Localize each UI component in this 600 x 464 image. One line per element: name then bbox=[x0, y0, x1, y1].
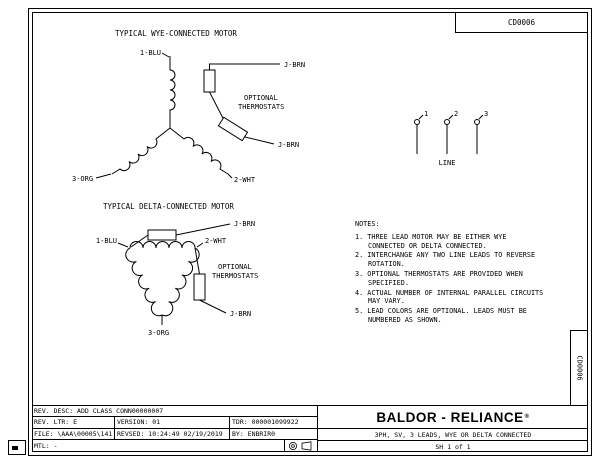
note-number: 1. bbox=[355, 232, 364, 241]
notes-title: NOTES: bbox=[355, 220, 380, 228]
line-terminal-1-label: 1 bbox=[424, 110, 428, 118]
line-terminal-3-label: 3 bbox=[484, 110, 488, 118]
line-terminal-3-tick bbox=[478, 114, 484, 120]
note-item-5: 5. LEAD COLORS ARE OPTIONAL. LEADS MUST … bbox=[355, 307, 547, 325]
note-number: 4. bbox=[355, 288, 364, 297]
delta-diagram-title: TYPICAL DELTA-CONNECTED MOTOR bbox=[103, 202, 234, 211]
vertical-doc-number: CD0006 bbox=[575, 355, 584, 381]
line-terminal-1-dot bbox=[414, 119, 420, 125]
note-item-2: 2. INTERCHANGE ANY TWO LINE LEADS TO REV… bbox=[355, 251, 547, 269]
delta-thermostat-caption-2: THERMOSTATS bbox=[212, 272, 258, 280]
wye-thermostat-2 bbox=[217, 116, 249, 142]
rev-desc: REV. DESC: ADD CLASS CONN00000007 bbox=[34, 407, 164, 416]
note-text: INTERCHANGE ANY TWO LINE LEADS TO REVERS… bbox=[367, 251, 536, 269]
delta-thermostat-2 bbox=[193, 273, 206, 301]
title-block: REV. DESC: ADD CLASS CONN00000007 REV. L… bbox=[32, 405, 588, 452]
brand-row: BALDOR - RELIANCE® bbox=[318, 406, 588, 429]
wye-lead-2-label: 2-WHT bbox=[234, 176, 256, 184]
doc-number-box: CD0006 bbox=[455, 12, 588, 33]
note-item-4: 4. ACTUAL NUMBER OF INTERNAL PARALLEL CI… bbox=[355, 289, 547, 307]
title-block-left: REV. DESC: ADD CLASS CONN00000007 REV. L… bbox=[32, 406, 318, 452]
sheet-inner-border bbox=[32, 12, 588, 452]
delta-therm-lead-bottom-label: J-BRN bbox=[230, 310, 251, 318]
revised: REVSED: 10:24:49 02/19/2019 bbox=[115, 428, 230, 439]
delta-motor-diagram: 3-ORG 1-BLU 2-WHT J-BRN J-BRN OPTIONAL T… bbox=[96, 220, 258, 337]
stamp-mark bbox=[12, 446, 18, 450]
registered-mark: ® bbox=[524, 414, 530, 420]
note-number: 3. bbox=[355, 269, 364, 278]
rev-ltr: REV. LTR: E bbox=[32, 417, 115, 428]
note-text: OPTIONAL THERMOSTATS ARE PROVIDED WHEN S… bbox=[367, 269, 523, 287]
wye-thermostat-caption-2: THERMOSTATS bbox=[238, 103, 284, 111]
wye-thermostat-1 bbox=[203, 69, 216, 93]
delta-coil-right bbox=[161, 247, 200, 317]
rev-desc-row: REV. DESC: ADD CLASS CONN00000007 bbox=[32, 406, 317, 418]
mtl-row: MTL: - bbox=[32, 439, 317, 452]
file-path: FILE: \AAA\00005\141 bbox=[32, 428, 115, 439]
wye-thermostat-caption-1: OPTIONAL bbox=[244, 94, 278, 102]
wye-lead-2-tick bbox=[227, 173, 233, 179]
sheet-number: SH 1 of 1 bbox=[435, 442, 471, 451]
delta-lead-3-label: 3-ORG bbox=[148, 329, 169, 337]
note-text: THREE LEAD MOTOR MAY BE EITHER WYE CONNE… bbox=[367, 232, 507, 250]
delta-coil-left bbox=[125, 247, 163, 317]
line-terminals-diagram: 1 2 3 LINE bbox=[414, 110, 488, 167]
delta-lead-1-tick bbox=[117, 242, 129, 248]
brand-name: BALDOR - RELIANCE bbox=[376, 409, 524, 425]
sheet-outer-border bbox=[28, 8, 592, 456]
delta-thermostat-caption-1: OPTIONAL bbox=[218, 263, 252, 271]
note-text: LEAD COLORS ARE OPTIONAL. LEADS MUST BE … bbox=[367, 307, 527, 324]
note-item-3: 3. OPTIONAL THERMOSTATS ARE PROVIDED WHE… bbox=[355, 270, 547, 288]
delta-lead-1-label: 1-BLU bbox=[96, 237, 117, 245]
wye-coil-right bbox=[169, 127, 229, 175]
wye-therm-lead-top-label: J-BRN bbox=[284, 61, 305, 69]
notes-section: NOTES: 1. THREE LEAD MOTOR MAY BE EITHER… bbox=[355, 220, 547, 326]
drawing-description: 3PH, SV, 3 LEADS, WYE OR DELTA CONNECTED bbox=[318, 429, 588, 441]
mtl: MTL: - bbox=[32, 439, 285, 452]
stamp-box bbox=[8, 440, 26, 455]
wye-lead-1-label: 1-BLU bbox=[140, 49, 161, 57]
version: VERSION: 01 bbox=[115, 417, 230, 428]
line-terminal-2-label: 2 bbox=[454, 110, 458, 118]
wye-thermostat-lead-top-line bbox=[209, 63, 280, 70]
delta-lead-2-label: 2-WHT bbox=[205, 237, 227, 245]
note-item-1: 1. THREE LEAD MOTOR MAY BE EITHER WYE CO… bbox=[355, 233, 547, 251]
rev-version-row: REV. LTR: E VERSION: 01 TDR: 00000109992… bbox=[32, 417, 317, 429]
projection-symbol-cell bbox=[285, 440, 317, 452]
vertical-doc-number-cell: CD0006 bbox=[570, 330, 588, 405]
wye-coil-top bbox=[169, 56, 176, 128]
third-angle-projection-icon bbox=[289, 441, 312, 451]
delta-coil-top bbox=[129, 241, 196, 249]
wye-diagram-title: TYPICAL WYE-CONNECTED MOTOR bbox=[115, 29, 237, 38]
wye-coil-left bbox=[111, 127, 171, 175]
wye-lead-3-label: 3-ORG bbox=[72, 175, 93, 183]
note-number: 2. bbox=[355, 251, 364, 260]
line-terminal-2-tick bbox=[448, 114, 454, 120]
wye-thermostat-lead-bottom-line bbox=[244, 136, 275, 145]
line-terminal-2-dot bbox=[444, 119, 450, 125]
wye-lead-3-tick bbox=[95, 173, 112, 179]
tdr: TDR: 000001099922 bbox=[232, 418, 299, 427]
delta-thermostat-top-link bbox=[130, 234, 149, 248]
delta-thermostat-right-link bbox=[194, 247, 200, 275]
title-block-right: BALDOR - RELIANCE® 3PH, SV, 3 LEADS, WYE… bbox=[318, 406, 588, 452]
revised-by: BY: ENBRIR0 bbox=[232, 429, 276, 438]
delta-thermostat-lead-bottom-line bbox=[199, 299, 227, 314]
line-terminal-1-tick bbox=[418, 114, 424, 120]
wye-motor-diagram: 1-BLU 3-ORG 2-WHT J-BRN J-BRN OPTIONAL T… bbox=[72, 49, 305, 184]
delta-lead-2-tick bbox=[196, 242, 204, 248]
note-number: 5. bbox=[355, 307, 364, 316]
delta-therm-lead-top-label: J-BRN bbox=[234, 220, 255, 228]
delta-thermostat-lead-top-line bbox=[175, 223, 231, 236]
wye-lead-1-tick bbox=[161, 52, 170, 58]
line-terminal-3-dot bbox=[474, 119, 480, 125]
doc-number: CD0006 bbox=[507, 18, 536, 27]
wye-therm-lead-bottom-label: J-BRN bbox=[278, 141, 299, 149]
note-text: ACTUAL NUMBER OF INTERNAL PARALLEL CIRCU… bbox=[367, 288, 544, 306]
file-row: FILE: \AAA\00005\141 REVSED: 10:24:49 02… bbox=[32, 428, 317, 440]
delta-thermostat-1 bbox=[147, 229, 177, 241]
wye-thermostat-link-line bbox=[209, 91, 226, 123]
line-label: LINE bbox=[439, 159, 456, 167]
